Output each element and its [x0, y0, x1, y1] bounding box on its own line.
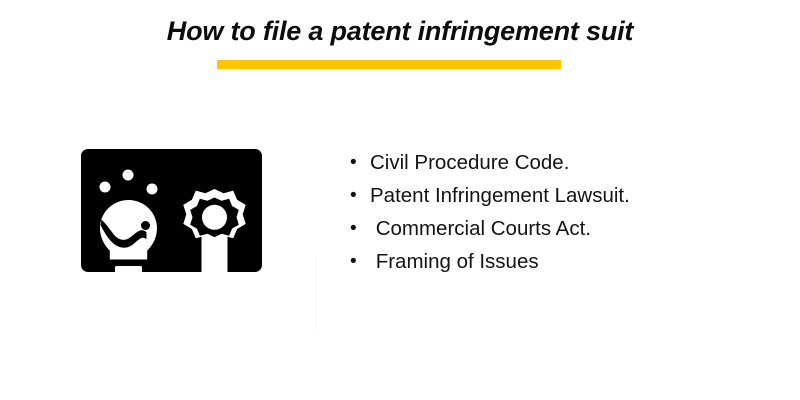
list-item: • Commercial Courts Act. [350, 212, 770, 245]
list-item: • Framing of Issues [350, 245, 770, 278]
list-item: • Patent Infringement Lawsuit. [350, 179, 770, 212]
list-item: • Civil Procedure Code. [350, 146, 770, 179]
bullet-dot-icon: • [350, 185, 357, 206]
page-title: How to file a patent infringement suit [166, 16, 634, 46]
list-item-label: Civil Procedure Code. [370, 151, 570, 174]
list-item-label: Framing of Issues [370, 250, 539, 273]
rosette-center-dot [202, 204, 227, 230]
lightbulb-icon [100, 200, 157, 275]
patent-certificate-illustration [81, 149, 262, 294]
bullet-dot-icon: • [350, 251, 357, 272]
bullet-dot-icon: • [350, 218, 357, 239]
vertical-divider [316, 255, 317, 331]
award-rosette-icon [183, 189, 246, 240]
ribbon-icon [201, 232, 228, 294]
title-block: How to file a patent infringement suit [0, 14, 800, 48]
title-underline-accent [217, 60, 561, 69]
certificate-icon-art [99, 169, 246, 294]
list-item-label: Patent Infringement Lawsuit. [370, 184, 630, 207]
lightbulb-filament-cutout [100, 219, 150, 248]
list-item-label: Commercial Courts Act. [370, 217, 591, 240]
bullet-dot-icon: • [350, 152, 357, 173]
idea-sparkle-dots [99, 169, 158, 195]
bullet-list: • Civil Procedure Code. • Patent Infring… [350, 146, 770, 278]
